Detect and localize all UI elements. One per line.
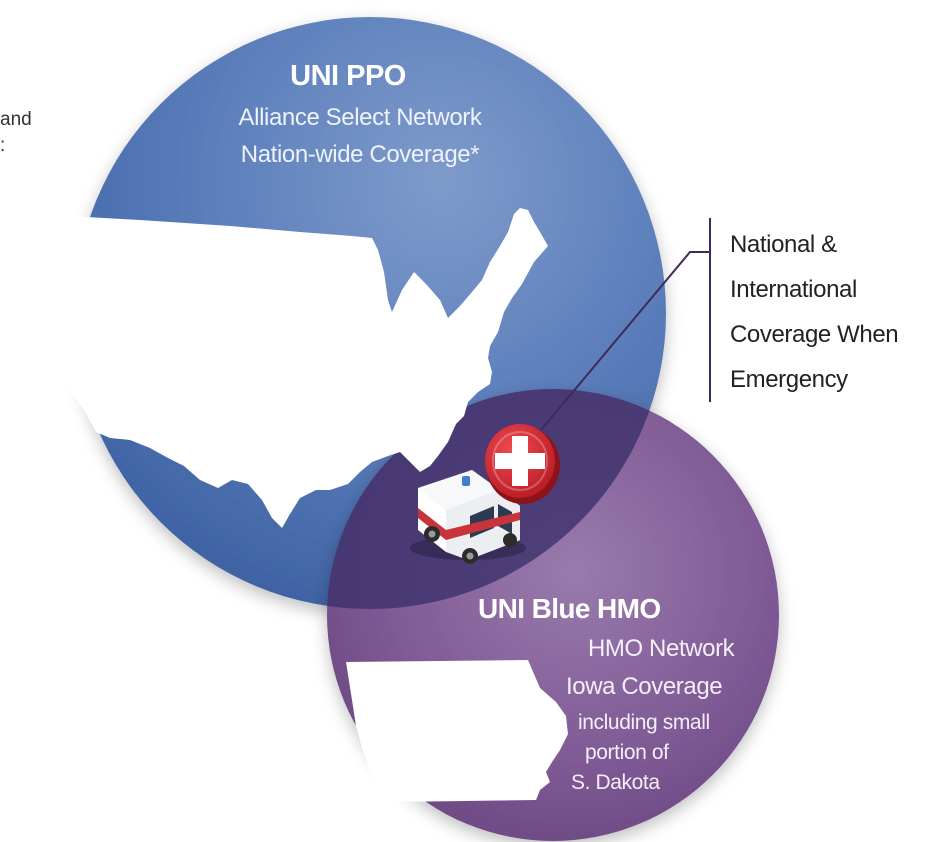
usa-map-icon: [24, 208, 548, 528]
callout-line-2: International: [730, 276, 857, 303]
ppo-network-label: Alliance Select Network: [238, 104, 482, 131]
callout-connector-line: [540, 251, 710, 431]
callout-line-1: National &: [730, 231, 837, 258]
hmo-note-line2: portion of: [585, 741, 669, 764]
hmo-coverage-label: Iowa Coverage: [566, 673, 723, 700]
hmo-note-line3: S. Dakota: [571, 771, 660, 794]
hmo-title: UNI Blue HMO: [478, 593, 661, 624]
cut-off-text-and: and: [0, 109, 32, 130]
callout-line-3: Coverage When: [730, 321, 899, 348]
ppo-title: UNI PPO: [290, 60, 406, 92]
cut-off-text-colon: :: [0, 135, 6, 156]
iowa-map-icon: [346, 660, 568, 802]
hmo-note-line1: including small: [578, 711, 710, 734]
medical-cross-icon: [485, 424, 560, 504]
ambulance-icon: [410, 470, 526, 564]
callout-line-4: Emergency: [730, 366, 848, 393]
emergency-callout: National & International Coverage When E…: [730, 222, 925, 402]
ppo-coverage-label: Nation-wide Coverage*: [240, 141, 480, 168]
hmo-network-label: HMO Network: [588, 635, 735, 662]
